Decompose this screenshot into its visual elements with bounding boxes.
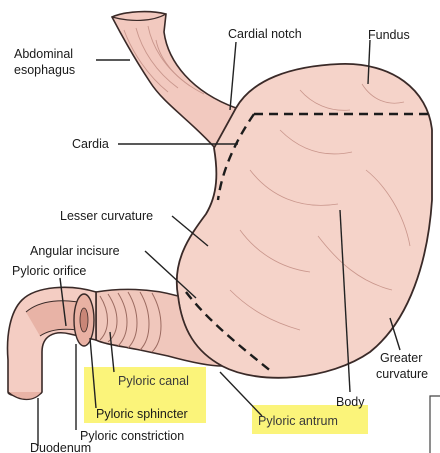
label-pyloric-constriction: Pyloric constriction (80, 429, 184, 443)
label-fundus: Fundus (368, 28, 410, 42)
label-pyloric-sphincter: Pyloric sphincter (96, 407, 188, 421)
label-greater-curvature-line1: Greater (380, 351, 422, 365)
label-abdominal-esophagus-line2: esophagus (14, 63, 75, 77)
label-body: Body (336, 395, 365, 409)
label-abdominal-esophagus-line1: Abdominal (14, 47, 73, 61)
label-angular-incisure: Angular incisure (30, 244, 120, 258)
duodenum-bottom-opening (8, 392, 42, 400)
label-pyloric-antrum: Pyloric antrum (258, 414, 338, 428)
esophagus-shape (112, 12, 236, 148)
label-cardia: Cardia (72, 137, 109, 151)
label-greater-curvature-line2: curvature (376, 367, 428, 381)
label-lesser-curvature: Lesser curvature (60, 209, 153, 223)
label-cardial-notch: Cardial notch (228, 27, 302, 41)
label-pyloric-orifice: Pyloric orifice (12, 264, 86, 278)
pyloric-orifice-opening (80, 308, 88, 332)
corner-frame-fragment (430, 396, 440, 453)
label-duodenum: Duodenum (30, 441, 91, 453)
label-pyloric-canal: Pyloric canal (118, 374, 189, 388)
